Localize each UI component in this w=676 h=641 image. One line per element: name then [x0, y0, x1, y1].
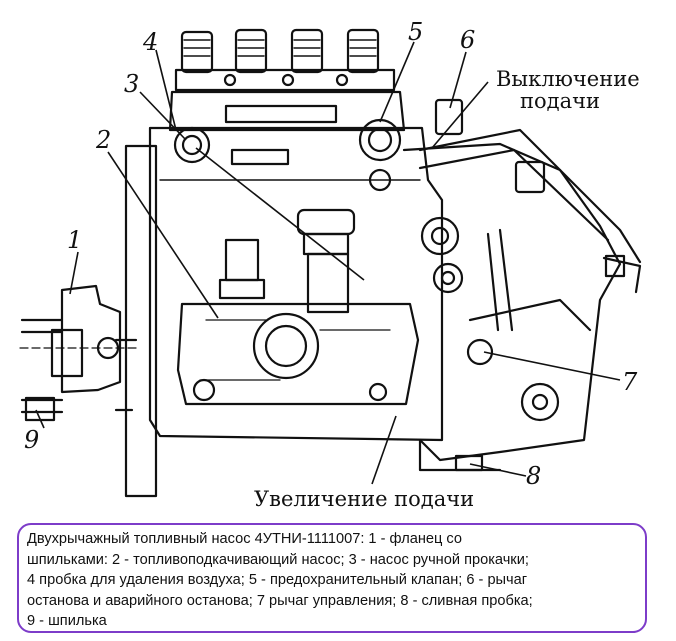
callout-4: 4	[142, 28, 158, 56]
callout-9: 9	[24, 426, 39, 454]
increase-label: Увеличение подачи	[254, 487, 474, 511]
caption-box: Двухрычажный топливный насос 4УТНИ-11110…	[17, 523, 647, 633]
callout-7: 7	[622, 368, 638, 396]
flange	[19, 284, 141, 414]
callout-8: 8	[526, 462, 541, 490]
shutoff-label-line1: Выключение	[496, 67, 640, 91]
caption-text: Двухрычажный топливный насос 4УТНИ-11110…	[27, 531, 533, 630]
callout-6: 6	[460, 26, 475, 54]
callout-2: 2	[95, 126, 111, 154]
callout-3: 3	[124, 70, 139, 98]
callout-numbers: 1 2 3 4 5 6 7 8 9	[24, 18, 638, 490]
fuel-pump-drawing: 1 2 3 4 5 6 7 8 9 Выключение подачи Увел…	[19, 18, 642, 511]
callout-1: 1	[67, 226, 82, 254]
injection-fittings	[174, 28, 396, 92]
callout-5: 5	[408, 18, 423, 46]
shutoff-label-line2: подачи	[520, 89, 600, 113]
